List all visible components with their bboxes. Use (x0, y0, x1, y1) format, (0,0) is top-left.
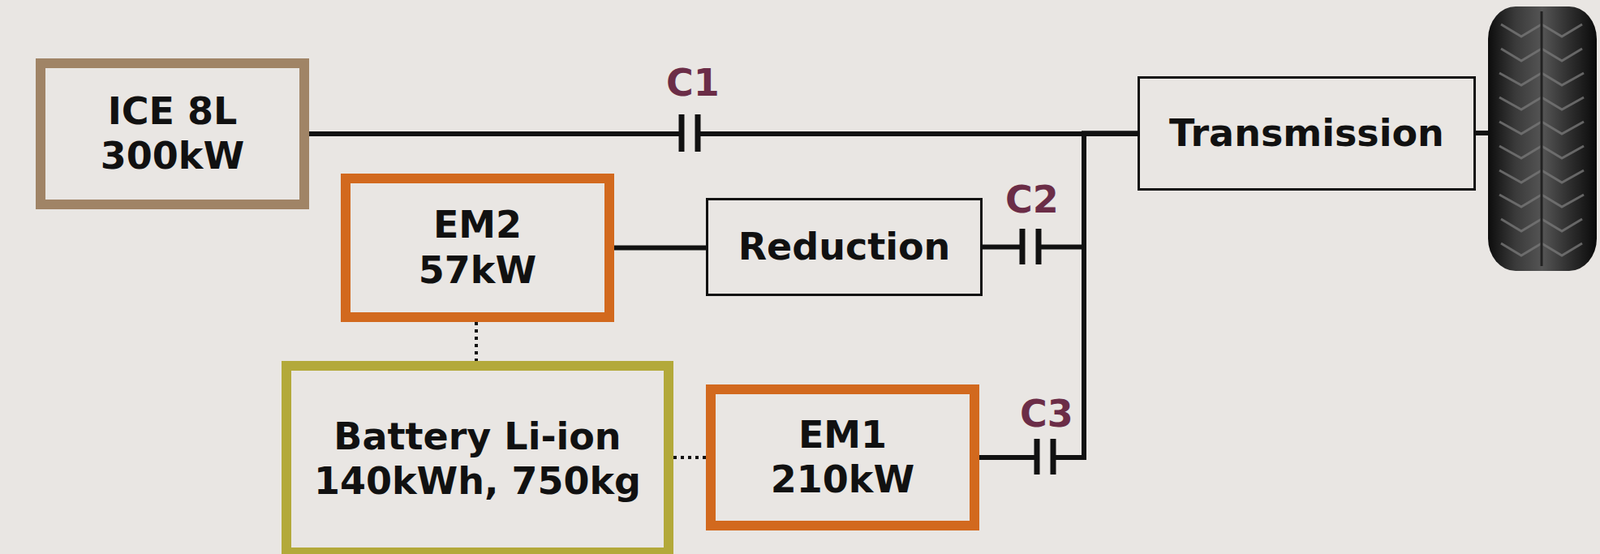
tire-illustration (1488, 6, 1597, 271)
clutch-symbol (1036, 438, 1054, 475)
clutch-symbol (681, 114, 698, 152)
node-text: 210kW (770, 457, 915, 503)
dotted-link (673, 455, 706, 460)
motor-box: EM1210kW (705, 384, 980, 531)
shaft-line (982, 133, 1138, 248)
shaft-line (309, 131, 1138, 137)
node-text: EM1 (798, 412, 887, 458)
clutch-symbol (1022, 228, 1039, 265)
node-text: Battery Li-ion (333, 414, 621, 460)
node-text: ICE 8L (107, 89, 238, 134)
shaft-line (614, 245, 706, 251)
transmission-box: Transmission (1137, 76, 1476, 191)
node-text: 300kW (100, 133, 245, 179)
node-text: EM2 (433, 202, 522, 248)
node-text: 140kWh, 750kg (313, 459, 641, 504)
dotted-link (474, 322, 478, 362)
drive-shaft (1475, 130, 1489, 136)
clutch-label: C2 (1005, 179, 1059, 221)
shaft-line (979, 133, 1138, 459)
node-text: Reduction (738, 224, 951, 270)
clutch-label: C1 (666, 62, 720, 104)
node-text: 57kW (418, 248, 537, 293)
battery-box: Battery Li-ion140kWh, 750kg (281, 361, 674, 554)
reduction-box: Reduction (705, 197, 983, 297)
node-text: Transmission (1169, 111, 1445, 156)
clutch-label: C3 (1019, 393, 1074, 435)
motor-box: EM257kW (340, 173, 615, 323)
engine-box: ICE 8L300kW (35, 58, 310, 210)
